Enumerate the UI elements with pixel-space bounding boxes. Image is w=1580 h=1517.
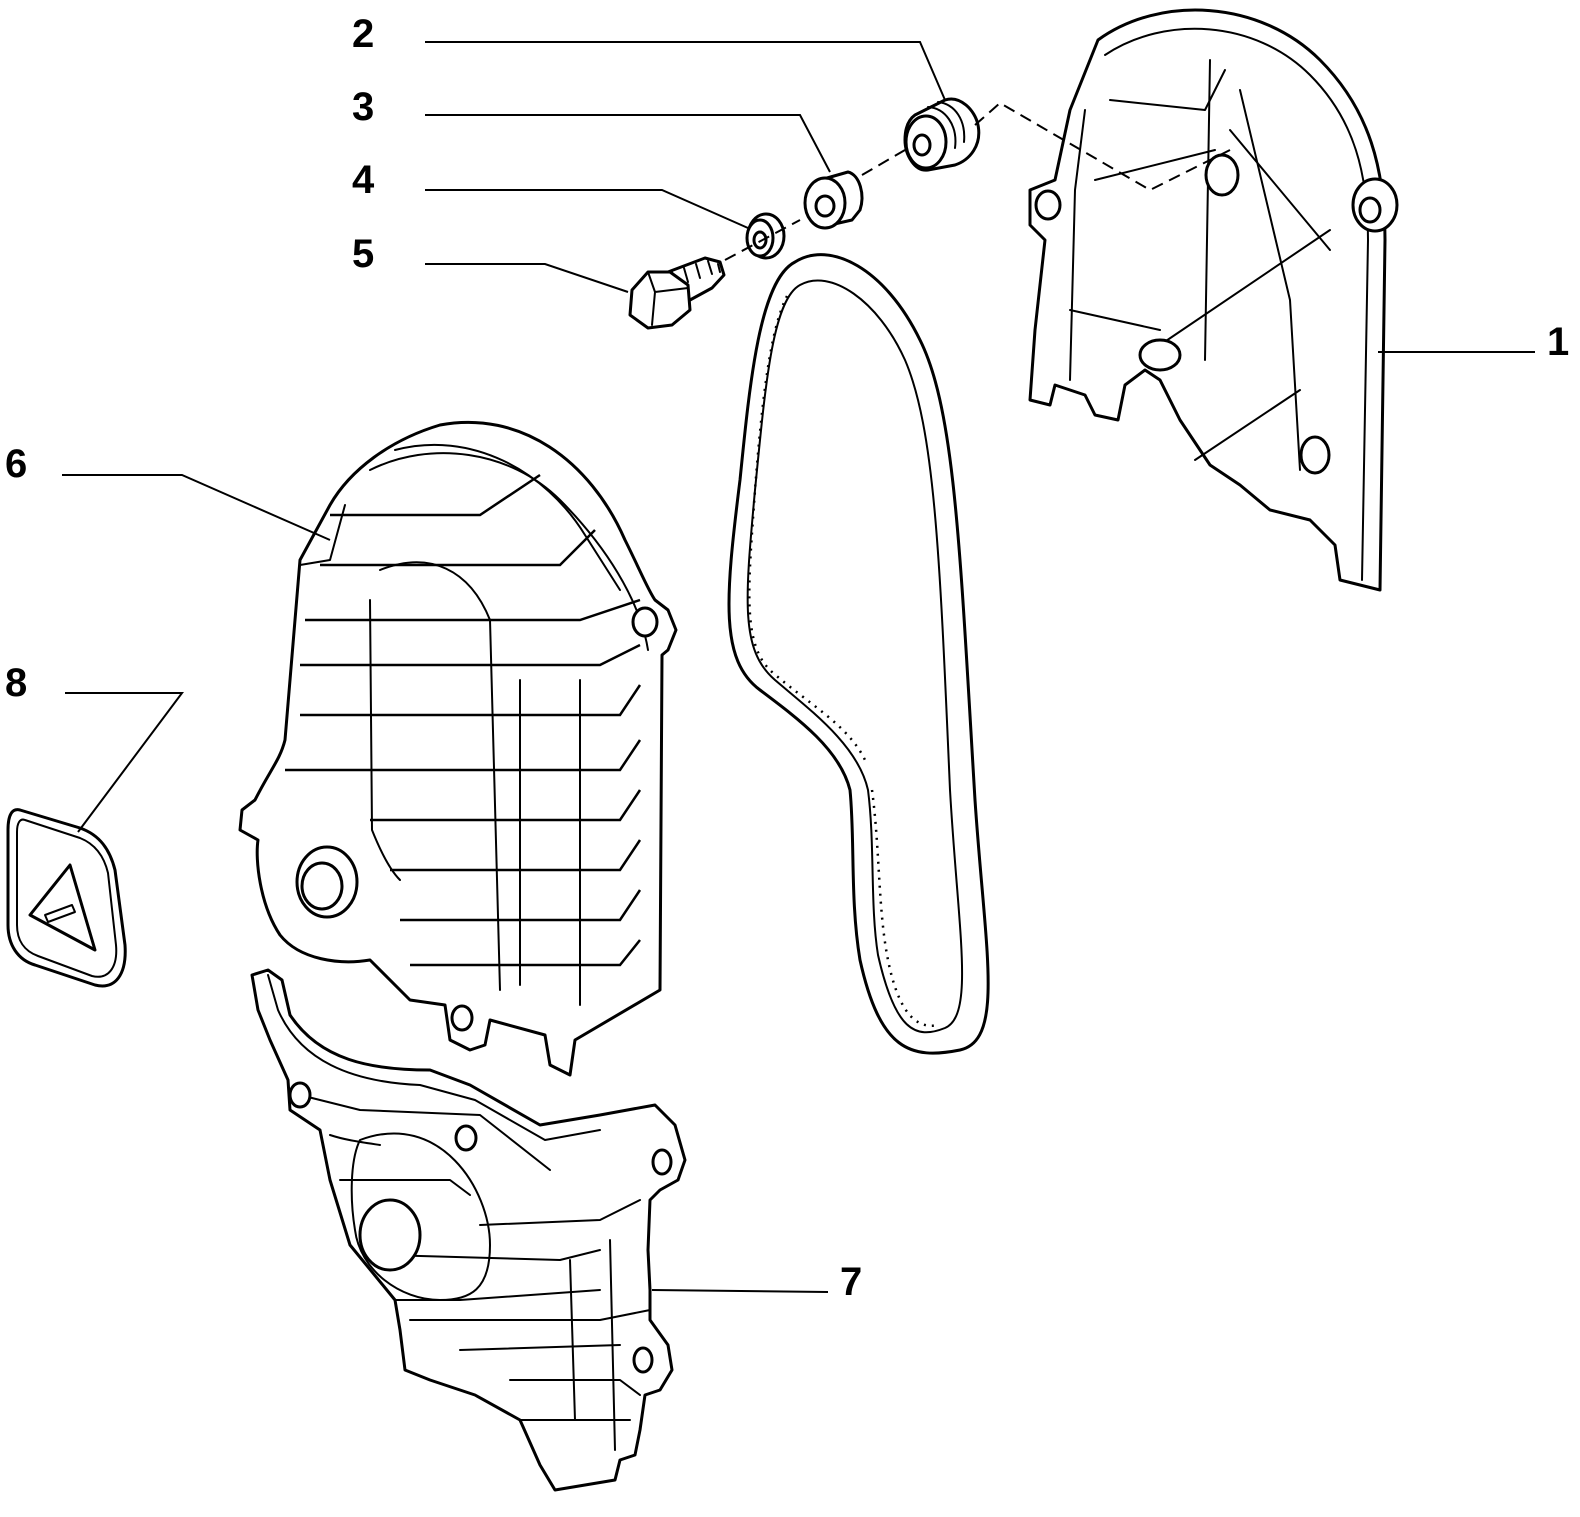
leader-4 <box>425 189 749 229</box>
part-6-front-upper-cover <box>238 420 678 1077</box>
leader-5 <box>425 263 629 293</box>
assembly-axis-line <box>724 101 1231 261</box>
callout-1: 1 <box>1547 320 1570 364</box>
callout-7: 7 <box>840 1260 863 1304</box>
leader-7 <box>651 1289 829 1293</box>
callout-5: 5 <box>352 232 375 276</box>
part-4-washer <box>745 212 786 260</box>
leader-3 <box>425 114 831 173</box>
callout-8: 8 <box>5 661 28 705</box>
callout-6: 6 <box>5 442 28 486</box>
part-5-bolt <box>628 256 726 330</box>
part-7-lower-cover <box>250 968 687 1492</box>
part-8-warning-label <box>6 808 127 988</box>
callout-2: 2 <box>352 12 375 56</box>
part-3-spacer-sleeve <box>803 170 864 230</box>
callout-3: 3 <box>352 85 375 129</box>
leader-8 <box>65 692 184 833</box>
timing-belt <box>727 253 990 1055</box>
part-2-grommet <box>903 97 981 172</box>
callout-4: 4 <box>352 158 375 202</box>
leader-lines <box>62 41 1535 1293</box>
leader-6 <box>62 474 331 541</box>
part-1-upper-rear-cover <box>1028 8 1399 592</box>
leader-2 <box>425 41 946 101</box>
